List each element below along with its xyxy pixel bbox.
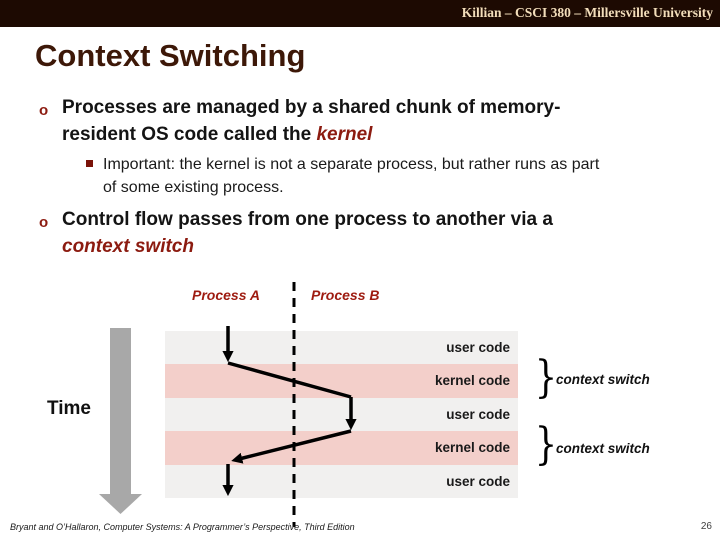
page-title: Context Switching	[35, 38, 306, 73]
band-user-code-2: user code	[165, 398, 518, 431]
bullet-1-emphasis: kernel	[316, 124, 373, 145]
band-kernel-code-1: kernel code	[165, 364, 518, 398]
brace-icon: }	[534, 419, 558, 470]
header-bar: Killian – CSCI 380 – Millersville Univer…	[0, 0, 720, 27]
time-label: Time	[47, 398, 92, 419]
sub-bullet-line1: Important: the kernel is not a separate …	[103, 156, 600, 173]
band-user-code-1: user code	[165, 331, 518, 364]
bullet-1-line2: resident OS code called the	[62, 124, 317, 145]
context-switch-label-1: context switch	[556, 372, 650, 387]
bullet-1-line1: Processes are managed by a shared chunk …	[62, 97, 561, 118]
course-info: Killian – CSCI 380 – Millersville Univer…	[461, 5, 713, 20]
process-a-label: Process A	[192, 287, 260, 303]
page-number: 26	[700, 521, 712, 532]
band-user-code-3: user code	[165, 465, 518, 498]
time-arrow	[99, 328, 142, 514]
bullet-marker: o	[39, 102, 49, 119]
process-b-label: Process B	[311, 287, 380, 303]
band-kernel-code-2: kernel code	[165, 431, 518, 465]
bullet-marker: o	[39, 214, 49, 231]
bullet-2: Control flow passes from one process to …	[62, 206, 678, 260]
sub-bullet-line2: of some existing process.	[103, 179, 284, 196]
bullet-2-emphasis: context switch	[62, 236, 194, 257]
sub-bullet-1: Important: the kernel is not a separate …	[103, 153, 703, 199]
bullet-2-line1: Control flow passes from one process to …	[62, 209, 553, 230]
footer-citation: Bryant and O’Hallaron, Computer Systems:…	[10, 522, 355, 532]
brace-icon: }	[534, 352, 558, 403]
bullet-1: Processes are managed by a shared chunk …	[62, 94, 678, 148]
sub-bullet-square-icon	[86, 160, 93, 167]
context-switch-label-2: context switch	[556, 441, 650, 456]
